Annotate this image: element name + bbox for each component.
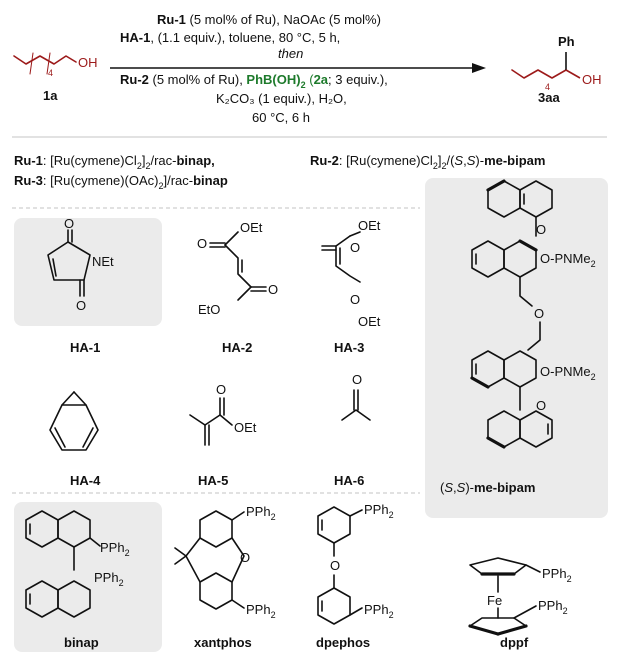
product-oh: OH [582,72,602,87]
product-phenyl: Ph [558,34,575,49]
bipam-opnme2-1: O-PNMe2 [540,251,596,269]
label-ha6: HA-6 [334,473,364,488]
xantphos-oxygen: O [240,550,250,565]
dppf-pph2-2: PPh2 [538,598,568,616]
binap-pph2-1: PPh2 [100,540,130,558]
product-chain-subscript: 4 [545,82,550,92]
dpephos-pph2-1: PPh2 [364,502,394,520]
substrate-chain-subscript: 4 [48,68,53,78]
label-ha4: HA-4 [70,473,101,488]
label-me-bipam: (S,S)-me-bipam [440,480,535,495]
bipam-oxygen-2: O [536,398,546,413]
structure-ha6: O [341,372,371,421]
structure-xantphos: O PPh2 PPh2 [174,504,276,620]
panel-bipam-highlight [425,178,608,518]
label-xantphos: xantphos [194,635,252,650]
ha1-oxygen-bottom: O [76,298,86,313]
ha2-oxygen-2: O [268,282,278,297]
structure-ha1: O O NEt [47,216,114,313]
structure-ha4 [49,391,99,451]
conditions-line-5: K₂CO₃ (1 equiv.), H₂O, [216,91,347,106]
ha1-net: NEt [92,254,114,269]
ha3-oet-top: OEt [358,218,381,233]
label-dpephos: dpephos [316,635,370,650]
ha3-oet-bottom: OEt [358,314,381,329]
bipam-opnme2-2: O-PNMe2 [540,364,596,382]
binap-pph2-2: PPh2 [94,570,124,588]
bipam-oxygen-linker: O [534,306,544,321]
ha2-oet: OEt [240,220,263,235]
ha1-oxygen-top: O [64,216,74,231]
label-binap: binap [64,635,99,650]
catalyst-ru1: Ru-1: [Ru(cymene)Cl2]2/rac-binap, [14,153,215,171]
conditions-line-3: then [278,46,303,61]
conditions-line-1: Ru-1 (5 mol% of Ru), NaOAc (5 mol%) [157,12,381,27]
catalyst-ru2: Ru-2: [Ru(cymene)Cl2]2/(S,S)-me-bipam [310,153,545,171]
product-3aa: Ph OH 4 3aa [511,34,602,105]
ha5-oxygen: O [216,382,226,397]
structure-ha5: O OEt [189,382,257,446]
structure-dpephos: PPh2 O PPh2 [317,502,394,625]
reaction-arrow [110,63,486,73]
label-ha2: HA-2 [222,340,252,355]
ha5-oet: OEt [234,420,257,435]
panel-binap-highlight [14,502,162,652]
bipam-oxygen-1: O [536,222,546,237]
structure-dppf: PPh2 Fe PPh2 [468,557,572,636]
ha6-oxygen: O [352,372,362,387]
label-ha1: HA-1 [70,340,100,355]
conditions-line-6: 60 °C, 6 h [252,110,310,125]
catalyst-ru3: Ru-3: [Ru(cymene)(OAc)2]/rac-binap [14,173,228,191]
panel-ha1-highlight [14,218,162,326]
structure-binap: PPh2 PPh2 [25,510,130,618]
conditions-line-4: Ru-2 (5 mol% of Ru), PhB(OH)2 (2a; 3 equ… [120,72,388,90]
dppf-iron: Fe [487,593,502,608]
structure-ha3: OEt O O OEt [321,218,381,329]
ha3-oxygen-1: O [350,240,360,255]
dpephos-pph2-2: PPh2 [364,602,394,620]
reaction-conditions: Ru-1 (5 mol% of Ru), NaOAc (5 mol%) HA-1… [120,12,388,125]
structure-me-bipam: O O-PNMe2 O O-PNMe2 O [470,179,596,449]
substrate-1a: OH 4 1a [13,52,98,103]
ha3-oxygen-2: O [350,292,360,307]
label-dppf: dppf [500,635,529,650]
ha2-eto: EtO [198,302,220,317]
structure-ha2: O OEt O EtO [197,220,278,317]
label-ha3: HA-3 [334,340,364,355]
dpephos-oxygen: O [330,558,340,573]
xantphos-pph2-1: PPh2 [246,504,276,522]
product-label: 3aa [538,90,560,105]
substrate-label: 1a [43,88,58,103]
conditions-line-2: HA-1, (1.1 equiv.), toluene, 80 °C, 5 h, [120,30,340,45]
label-ha5: HA-5 [198,473,228,488]
substrate-oh: OH [78,55,98,70]
xantphos-pph2-2: PPh2 [246,602,276,620]
ha2-oxygen-1: O [197,236,207,251]
dppf-pph2-1: PPh2 [542,566,572,584]
